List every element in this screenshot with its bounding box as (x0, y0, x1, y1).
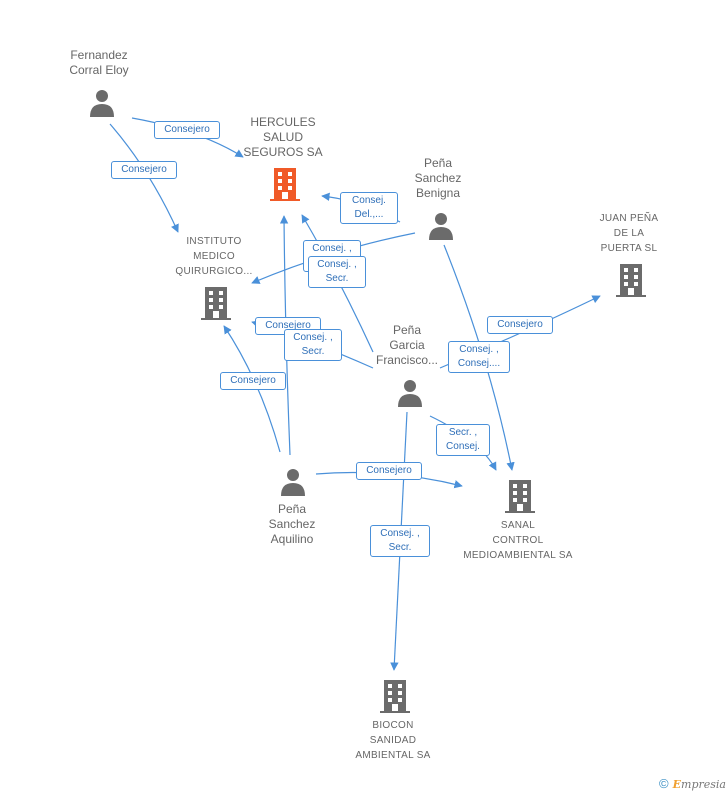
edge-label[interactable]: Consejero (487, 316, 553, 334)
node-label-aquilino[interactable]: Peña Sanchez Aquilino (268, 502, 316, 546)
edge-label[interactable]: Consej. Del.,... (340, 192, 398, 224)
edge-label[interactable]: Consejero (111, 161, 177, 179)
node-label-instituto[interactable]: INSTITUTO MEDICO QUIRURGICO... (175, 236, 253, 277)
edge-label[interactable]: Consejero (154, 121, 220, 139)
node-label-sanal[interactable]: SANAL CONTROL MEDIOAMBIENTAL SA (463, 520, 573, 561)
edge-label[interactable]: Consejero (356, 462, 422, 480)
building-icon[interactable] (199, 285, 233, 321)
edge-label[interactable]: Consej. , Consej.... (448, 341, 510, 373)
node-label-hercules[interactable]: HERCULES SALUD SEGUROS SA (243, 115, 323, 159)
node-label-fernandez[interactable]: Fernandez Corral Eloy (69, 48, 129, 77)
node-label-benigna[interactable]: Peña Sanchez Benigna (414, 156, 462, 200)
footer-brand: ©Empresia (659, 776, 726, 791)
node-label-biocon[interactable]: BIOCON SANIDAD AMBIENTAL SA (355, 720, 431, 761)
building-icon[interactable] (378, 678, 412, 714)
node-label-francisco[interactable]: Peña Garcia Francisco... (375, 323, 438, 367)
person-icon[interactable] (278, 467, 308, 497)
edge-label[interactable]: Consej. , Secr. (284, 329, 342, 361)
node-label-juan-pena[interactable]: JUAN PEÑA DE LA PUERTA SL (599, 213, 659, 254)
person-icon[interactable] (395, 378, 425, 408)
person-icon[interactable] (87, 88, 117, 118)
edge-label[interactable]: Consej. , Secr. (308, 256, 366, 288)
copyright-icon: © (659, 776, 669, 791)
building-icon[interactable] (614, 262, 648, 298)
edge-label[interactable]: Secr. , Consej. (436, 424, 490, 456)
edge-label[interactable]: Consej. , Secr. (370, 525, 430, 557)
person-icon[interactable] (426, 211, 456, 241)
building-icon[interactable] (503, 478, 537, 514)
building-icon-highlight[interactable] (268, 166, 302, 202)
brand-logo: Empresia (672, 778, 726, 791)
edge-label[interactable]: Consejero (220, 372, 286, 390)
